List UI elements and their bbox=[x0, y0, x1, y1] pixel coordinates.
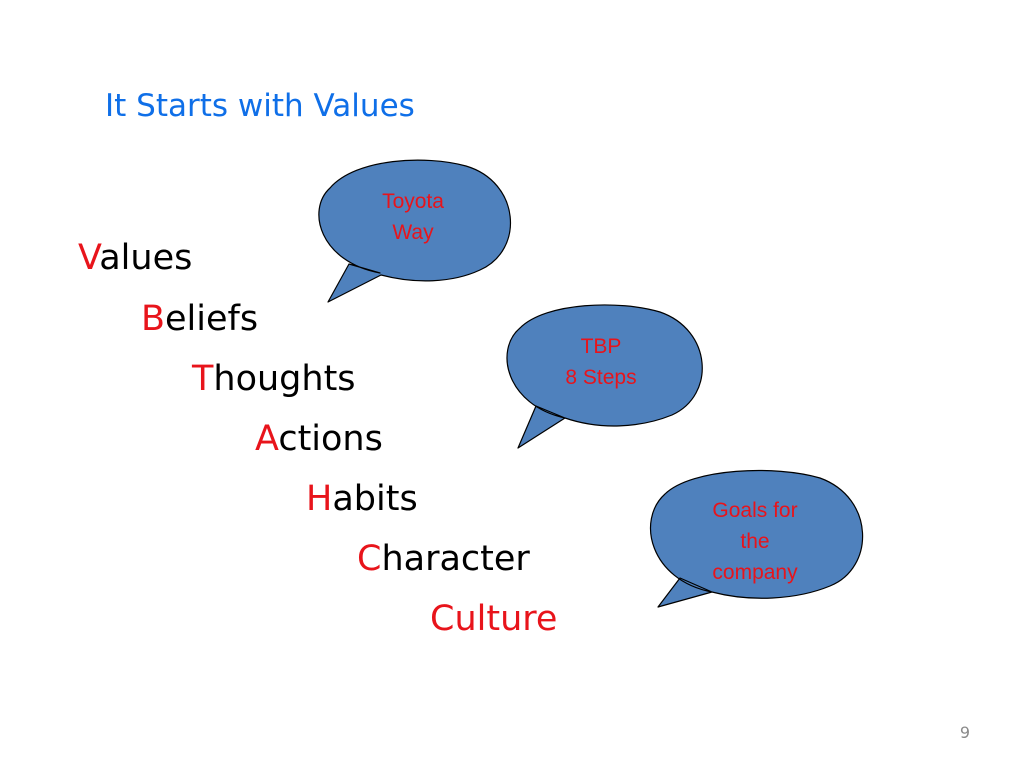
step-actions: Actions bbox=[255, 417, 383, 461]
step-rest: haracter bbox=[381, 539, 530, 579]
step-rest: eliefs bbox=[165, 299, 259, 339]
callout-line: Way bbox=[392, 221, 434, 244]
step-initial: C bbox=[430, 599, 455, 639]
step-values: Values bbox=[78, 236, 192, 280]
slide-title: It Starts with Values bbox=[105, 88, 415, 124]
callout-tbp: TBP 8 Steps bbox=[530, 331, 672, 393]
speech-bubble-3 bbox=[649, 469, 864, 608]
callout-line: Goals for bbox=[712, 499, 798, 522]
step-thoughts: Thoughts bbox=[192, 357, 356, 401]
step-rest: ctions bbox=[278, 419, 383, 459]
callout-line: Toyota bbox=[382, 190, 444, 213]
step-initial: H bbox=[306, 479, 333, 519]
step-initial: T bbox=[192, 359, 214, 399]
callout-line: the bbox=[740, 530, 770, 553]
speech-bubble-2 bbox=[506, 304, 703, 449]
speech-bubble-1 bbox=[318, 159, 511, 303]
step-initial: V bbox=[78, 238, 100, 278]
step-rest: houghts bbox=[213, 359, 356, 399]
step-habits: Habits bbox=[306, 477, 418, 521]
step-initial: C bbox=[357, 539, 382, 579]
callout-toyota-way: Toyota Way bbox=[342, 186, 484, 248]
step-culture: Culture bbox=[430, 597, 557, 641]
step-initial: B bbox=[141, 299, 166, 339]
step-character: Character bbox=[357, 537, 530, 581]
step-beliefs: Beliefs bbox=[141, 297, 258, 341]
step-rest: abits bbox=[332, 479, 418, 519]
step-rest: ulture bbox=[454, 599, 558, 639]
step-initial: A bbox=[255, 419, 279, 459]
callout-line: 8 Steps bbox=[565, 366, 637, 389]
callout-goals: Goals for the company bbox=[684, 495, 826, 588]
page-number: 9 bbox=[959, 723, 970, 742]
step-rest: alues bbox=[99, 238, 193, 278]
callout-line: company bbox=[712, 561, 798, 584]
callout-line: TBP bbox=[580, 335, 622, 358]
